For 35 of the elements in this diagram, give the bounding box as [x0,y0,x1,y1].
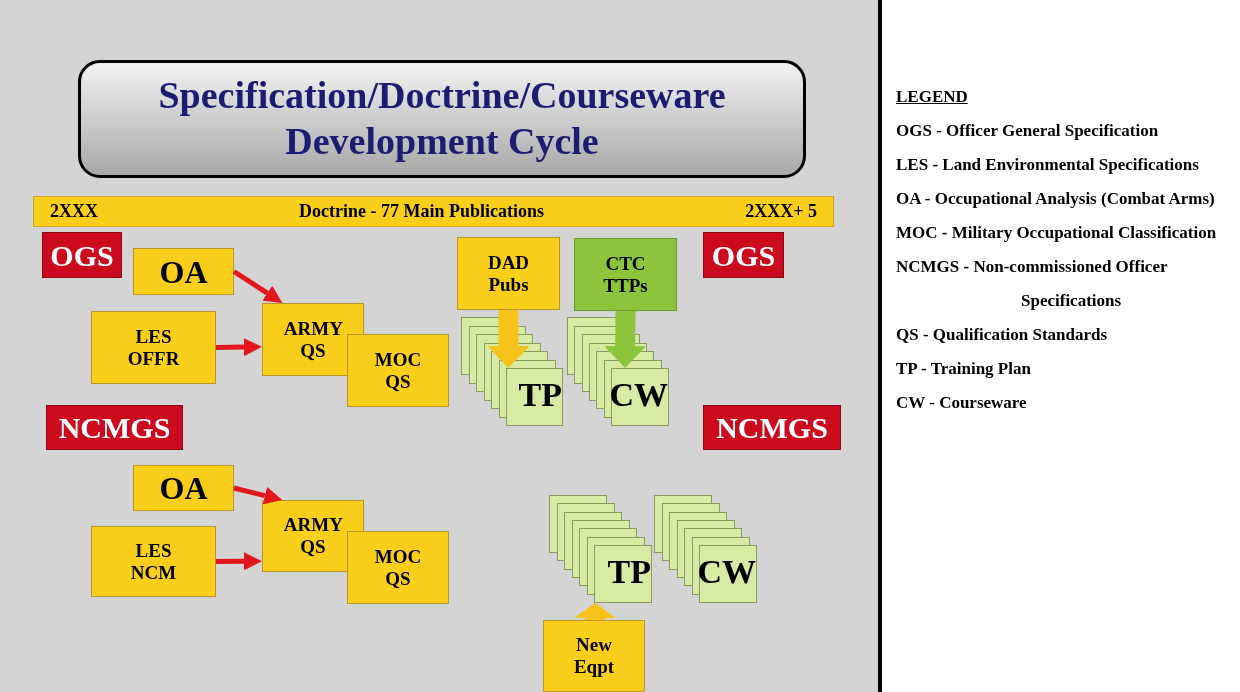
arrow [233,485,283,505]
legend-heading: LEGEND [896,86,969,108]
process-box: OA [133,465,234,511]
process-box: LES NCM [91,526,216,597]
document-card: TP [594,545,652,603]
document-card: CW [699,545,757,603]
document-card: TP [506,368,563,426]
arrow [216,552,262,571]
legend-entry: CW - Courseware [896,392,1028,414]
process-box: DAD Pubs [457,237,560,310]
process-box: CTC TTPs [574,238,677,311]
process-box: LES OFFR [91,311,216,384]
document-card: CW [611,368,669,426]
process-box: ARMY QS [262,303,364,376]
arrow [232,269,283,303]
legend-entry: NCMGS - Non-commissioned Officer Specifications [896,256,1169,312]
legend-entry: OGS - Officer General Specification [896,120,1160,142]
block-arrow [574,603,617,621]
arrow [215,338,262,357]
legend-entry: QS - Qualification Standards [896,324,1109,346]
tag-label: NCMGS [703,405,841,450]
tag-label: OGS [42,232,122,278]
process-box: OA [133,248,234,295]
process-box: ARMY QS [262,500,364,572]
tag-label: OGS [703,232,784,278]
tag-label: NCMGS [46,405,183,450]
process-box: MOC QS [347,531,449,604]
legend-entry: MOC - Military Occupational Classification [896,222,1218,244]
timeline-bar: 2XXX Doctrine - 77 Main Publications 2XXX+ 5 [33,196,834,227]
legend-entry: TP - Training Plan [896,358,1032,380]
title-banner: Specification/Doctrine/Courseware Development Cycle [78,60,806,178]
legend-entry: OA - Occupational Analysis (Combat Arms) [896,188,1216,210]
process-box: New Eqpt [543,620,645,692]
legend-entry: LES - Land Environmental Specifications [896,154,1200,176]
process-box: MOC QS [347,334,449,407]
